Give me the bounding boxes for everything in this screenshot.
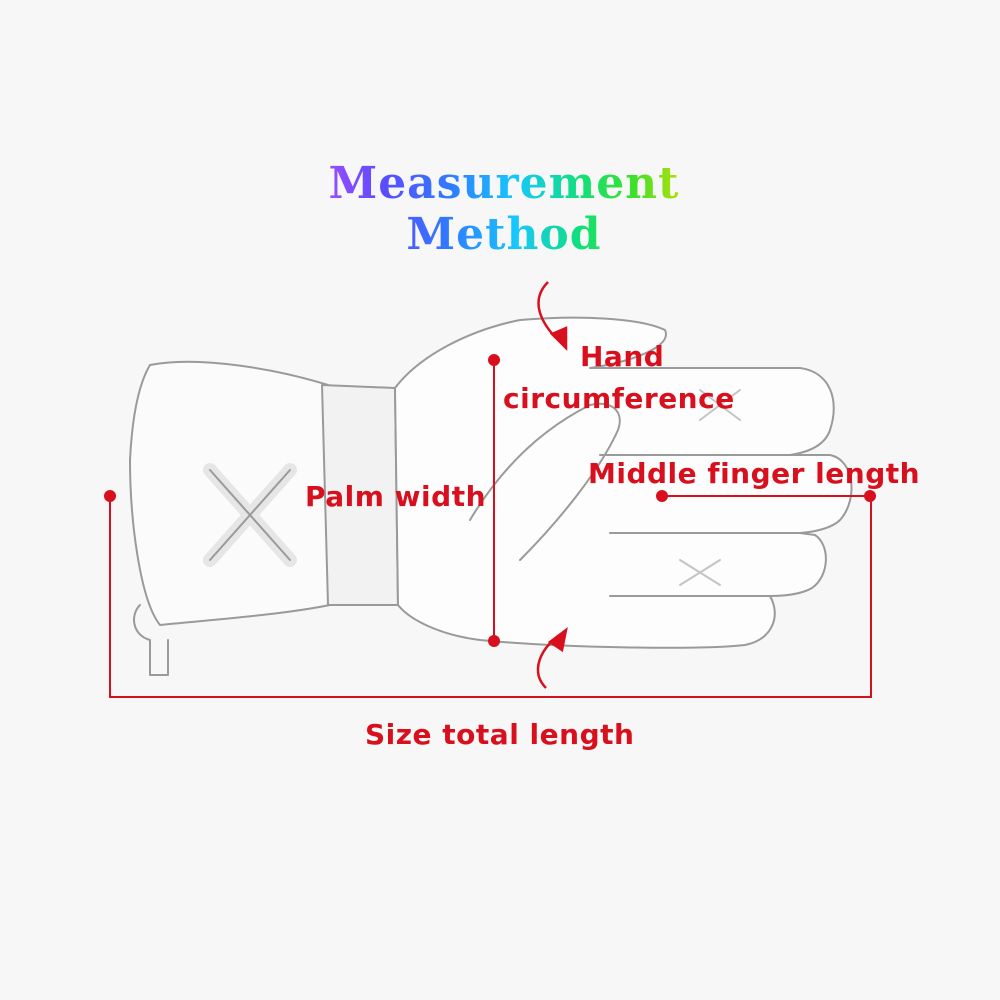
curved-arrow-icon xyxy=(536,281,568,689)
size-total-length-bracket xyxy=(104,490,872,698)
title-container: Measurement Method xyxy=(232,158,776,260)
palm-width-label: Palm width xyxy=(305,480,487,513)
hand-circumference-label-line1: Hand xyxy=(580,340,665,373)
page-title: Measurement Method xyxy=(232,158,776,260)
hand-circumference-label-line2: circumference xyxy=(503,382,735,415)
palm-width-line xyxy=(488,354,500,647)
middle-finger-length-label: Middle finger length xyxy=(588,457,921,490)
glove-sketch-icon xyxy=(129,316,853,676)
size-total-length-label: Size total length xyxy=(365,718,635,751)
middle-finger-length-line xyxy=(656,490,876,502)
